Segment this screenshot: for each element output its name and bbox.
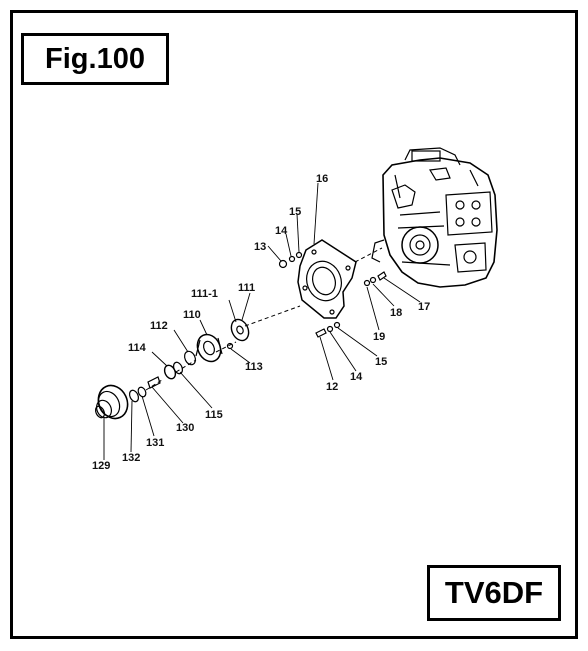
model-label: TV6DF — [427, 565, 561, 621]
part-label-132: 132 — [122, 452, 140, 464]
part-label-112: 112 — [150, 320, 168, 332]
part-label-13: 13 — [254, 241, 266, 253]
part-label-14: 14 — [275, 225, 288, 237]
part-label-16: 16 — [316, 173, 328, 185]
part-label-110: 110 — [183, 309, 201, 321]
part-label-130: 130 — [176, 422, 194, 434]
figure-label: Fig.100 — [21, 33, 169, 85]
part-label-15b: 15 — [375, 356, 387, 368]
part-label-111: 111 — [238, 282, 255, 294]
part-label-17: 17 — [418, 301, 430, 313]
part-label-131: 131 — [146, 437, 164, 449]
part-label-19: 19 — [373, 331, 385, 343]
page-frame — [10, 10, 578, 639]
part-label-14b: 14 — [350, 371, 363, 383]
part-label-113: 113 — [245, 361, 263, 373]
engine-illustration — [371, 147, 498, 288]
part-labels: 16 15 14 13 111 111-1 110 112 114 113 11… — [92, 173, 430, 472]
part-label-114: 114 — [128, 342, 147, 354]
part-label-18: 18 — [390, 307, 402, 319]
part-label-129: 129 — [92, 460, 110, 472]
part-label-111-1: 111-1 — [191, 288, 218, 300]
part-label-15: 15 — [289, 206, 301, 218]
leader-lines — [103, 182, 421, 460]
part-label-12: 12 — [326, 381, 338, 393]
pulley — [94, 384, 129, 420]
part-label-115: 115 — [205, 409, 223, 421]
adapter-plate — [297, 239, 357, 319]
